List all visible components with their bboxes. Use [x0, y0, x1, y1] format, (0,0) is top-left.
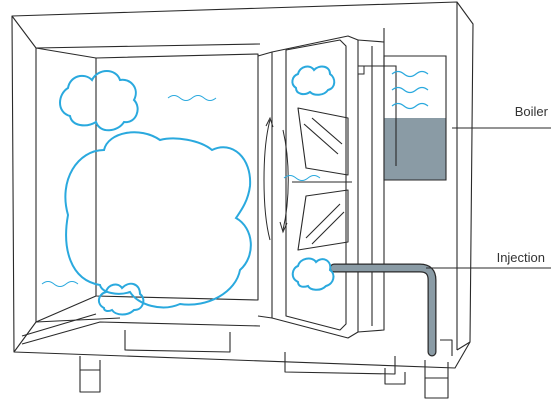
injection-pipe [334, 268, 432, 352]
steam-cloud-top-left [60, 71, 138, 130]
steam-clouds [60, 67, 334, 315]
air-waves [42, 96, 320, 287]
boiler-steam-icon [392, 72, 428, 109]
fan-blades [292, 108, 352, 250]
steam-cloud-top-right [292, 67, 334, 95]
boiler-label: Boiler [515, 104, 549, 119]
injection-label: Injection [497, 250, 545, 265]
oven-outline [12, 2, 473, 398]
boiler-tank [358, 56, 446, 180]
fan-rotation-arrows-icon [264, 118, 288, 240]
steam-cloud-large [65, 132, 250, 307]
steam-cloud-bottom-right [293, 259, 334, 290]
